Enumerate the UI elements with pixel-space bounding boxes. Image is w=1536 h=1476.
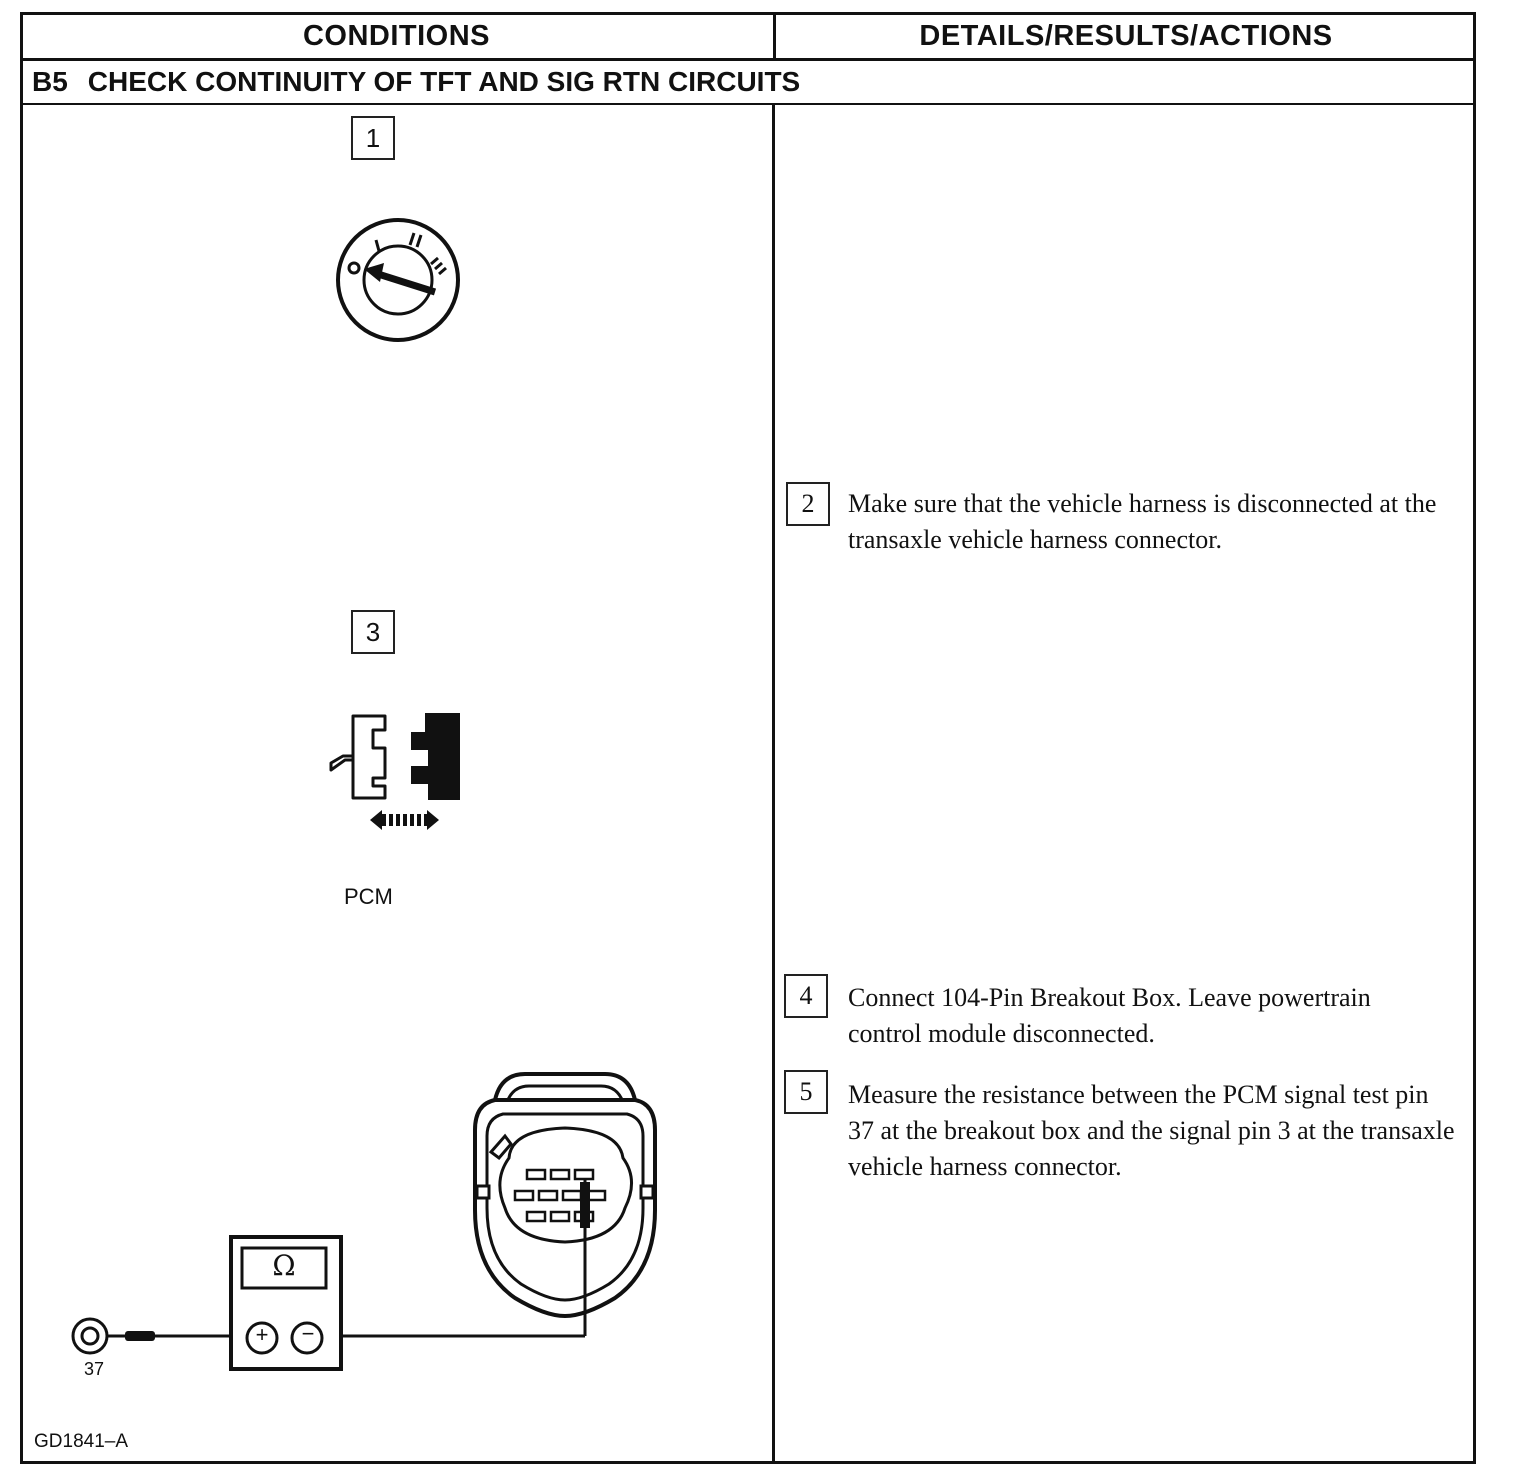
conditions-header: CONDITIONS [302,19,491,52]
ignition-switch-icon [336,218,460,342]
figure-id: GD1841–A [34,1431,129,1452]
title-divider [20,103,1476,105]
harness-connector-icon [473,1072,657,1336]
step-4-text: Connect 104-Pin Breakout Box. Leave powe… [848,983,1371,1048]
test-code: B5 [32,66,68,97]
connector-disconnect-icon [329,713,460,830]
details-header: DETAILS/RESULTS/ACTIONS [919,19,1333,52]
step-3-number: 3 [351,610,395,654]
step-2-number: 2 [786,482,830,526]
column-divider [773,12,776,60]
ohmmeter-icon [229,1235,343,1371]
test-title: B5 CHECK CONTINUITY OF TFT AND SIG RTN C… [32,60,800,104]
test-pin-icon [71,1317,155,1355]
pcm-label: PCM [344,884,393,909]
test-title-text: CHECK CONTINUITY OF TFT AND SIG RTN CIRC… [87,66,801,97]
ohm-symbol: Ω [272,1249,296,1282]
test-pin-label: 37 [84,1359,105,1379]
header-divider [20,58,1476,61]
step-2-text: Make sure that the vehicle harness is di… [848,489,1437,554]
step-4-number: 4 [784,974,828,1018]
meter-negative-terminal: − [301,1321,315,1346]
step-5-number: 5 [784,1070,828,1114]
test-table [20,12,1476,1464]
meter-positive-terminal: + [255,1322,269,1347]
step-5-text: Measure the resistance between the PCM s… [848,1080,1455,1181]
step-1-number: 1 [351,116,395,160]
column-divider-body [772,104,775,1464]
